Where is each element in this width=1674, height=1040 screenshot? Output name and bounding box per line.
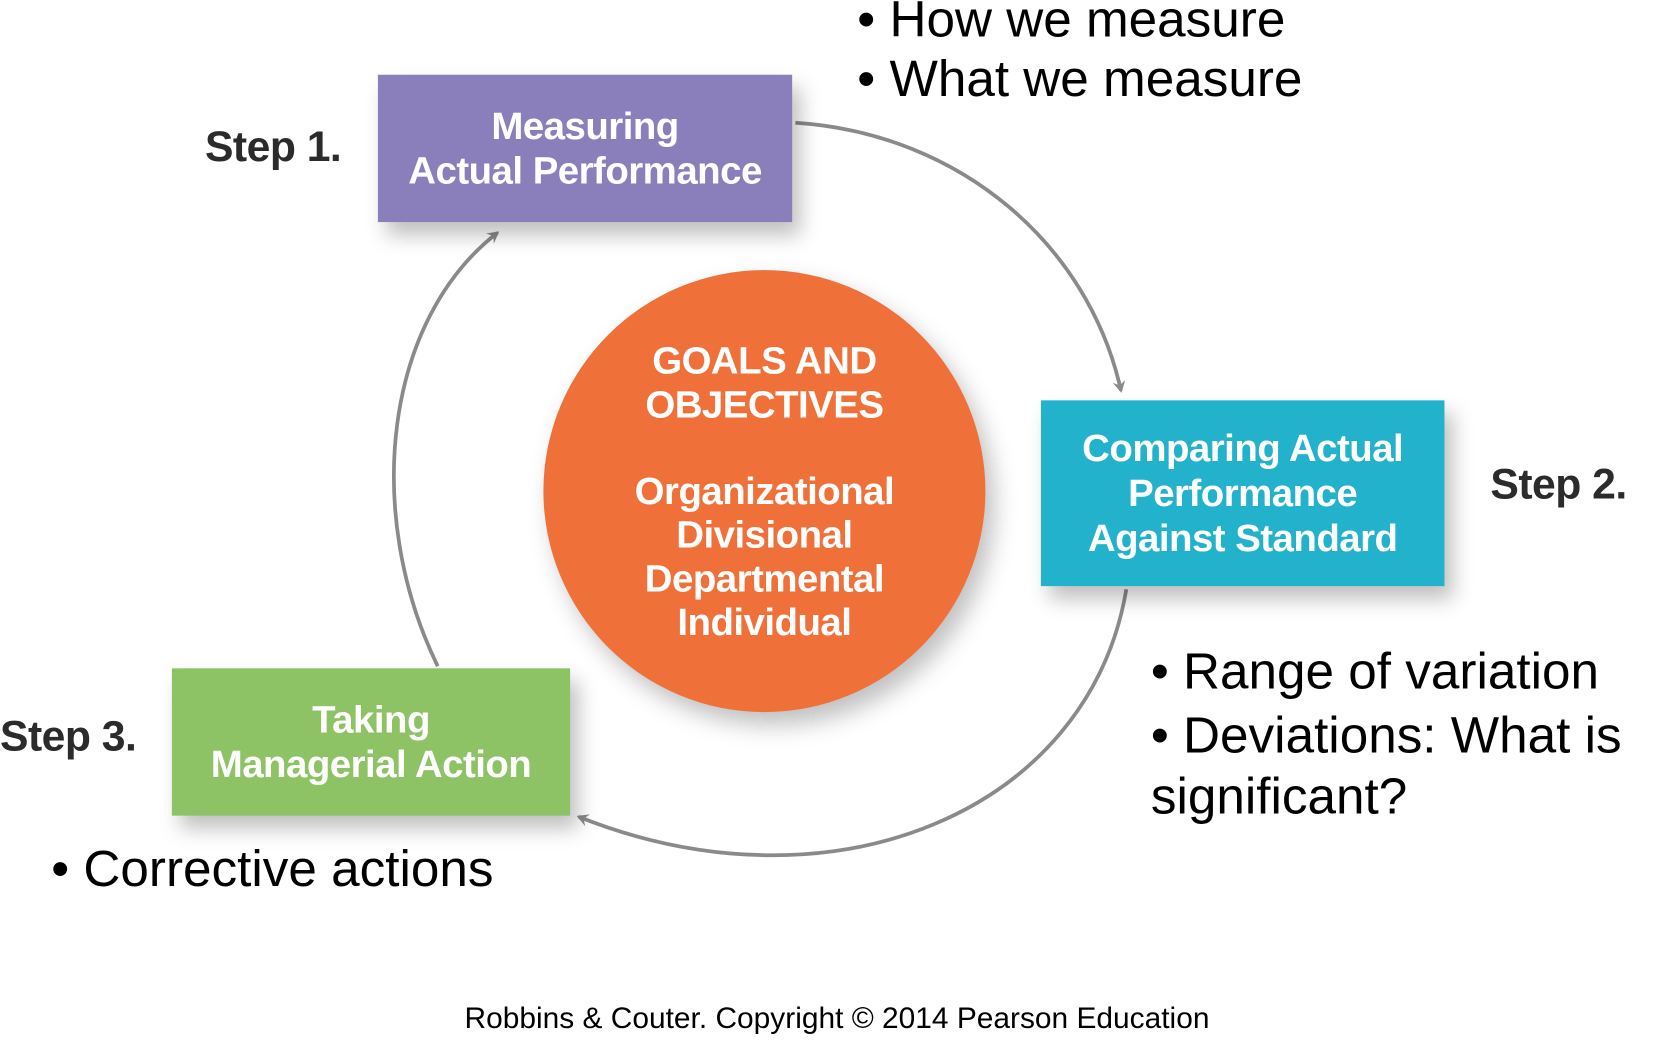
step-2-line: Against Standard	[1087, 515, 1398, 560]
note-step2: • Range of variation	[1150, 643, 1599, 701]
step-2-box: Comparing Actual Performance Against Sta…	[1040, 400, 1445, 587]
step-3-box: Taking Managerial Action	[171, 668, 571, 816]
goals-heading: OBJECTIVES	[645, 382, 884, 426]
goal-level: Organizational	[634, 468, 895, 513]
step-1-label: Step 1.	[204, 123, 342, 171]
note-step2: • Deviations: What is	[1150, 707, 1622, 765]
goal-level: Departmental	[644, 556, 885, 600]
goal-level: Divisional	[676, 512, 853, 557]
goals-heading: GOALS AND	[652, 338, 877, 383]
arrow-step3-to-step1	[392, 231, 500, 667]
step-2-label: Step 2.	[1490, 461, 1627, 509]
note-step2: significant?	[1150, 768, 1408, 826]
copyright-footer: Robbins & Couter. Copyright © 2014 Pears…	[464, 1001, 1210, 1035]
step-3-line: Managerial Action	[210, 741, 532, 786]
arrow-step1-to-step2	[795, 120, 1126, 393]
step-3-line: Taking	[312, 697, 430, 741]
step-1-box: Measuring Actual Performance	[377, 74, 793, 223]
note-step1: • What we measure	[857, 51, 1303, 108]
note-step1: • How we measure	[857, 0, 1286, 49]
note-step3: • Corrective actions	[51, 841, 494, 898]
step-1-line: Measuring	[491, 103, 679, 148]
step-3-label: Step 3.	[0, 713, 137, 761]
step-2-line: Comparing Actual	[1082, 425, 1404, 470]
goals-circle: GOALS AND OBJECTIVES Organizational Divi…	[543, 270, 986, 713]
step-1-line: Actual Performance	[408, 148, 762, 193]
step-2-line: Performance	[1128, 470, 1358, 515]
arrow-step2-to-step3	[576, 589, 1129, 858]
goal-level: Individual	[677, 599, 852, 644]
